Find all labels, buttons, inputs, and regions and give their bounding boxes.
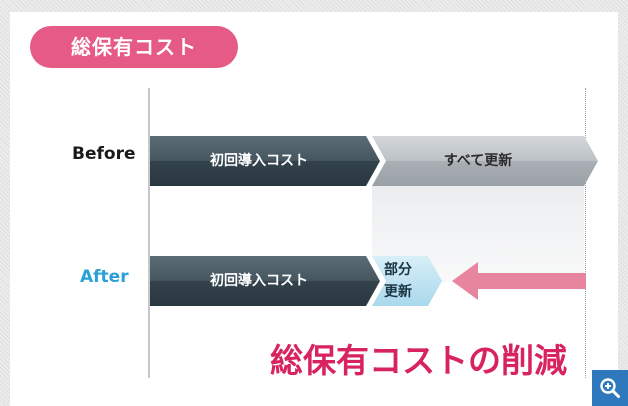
before-full-update-label: すべて更新 — [443, 153, 513, 169]
before-label: Before — [72, 144, 136, 164]
after-partial-update-bar — [372, 256, 442, 306]
before-full-update-bar — [372, 136, 598, 186]
before-initial-cost-bar — [150, 136, 380, 186]
zoom-button[interactable] — [592, 370, 628, 406]
after-initial-cost-bar — [150, 256, 380, 306]
after-label: After — [80, 267, 129, 287]
after-partial-update-label: 部分 更新 — [362, 256, 434, 306]
title-badge: 総保有コスト — [30, 26, 238, 68]
after-initial-cost-label: 初回導入コスト — [210, 273, 308, 289]
partial-update-line2: 更新 — [384, 284, 412, 300]
before-initial-cost-label: 初回導入コスト — [210, 153, 308, 169]
reduction-arrow — [452, 262, 586, 300]
cost-reduction-caption: 総保有コストの削減 — [270, 341, 567, 380]
partial-update-line1: 部分 — [384, 262, 412, 278]
dotted-reference-line — [585, 88, 586, 378]
baseline-axis — [148, 88, 150, 378]
zoom-in-icon — [600, 378, 620, 398]
